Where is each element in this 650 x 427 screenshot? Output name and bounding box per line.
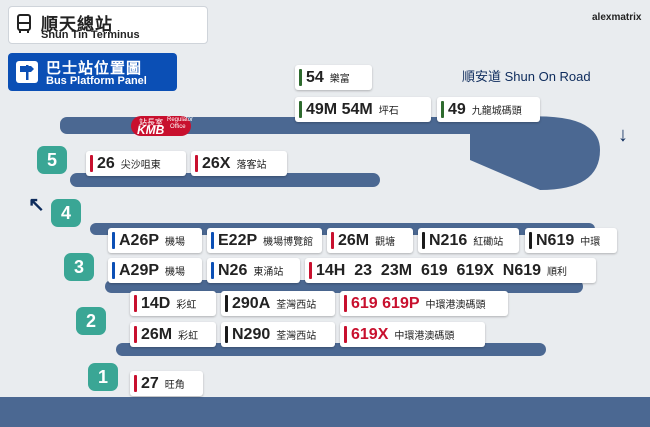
signpost-icon	[16, 61, 38, 83]
route-number: 14D	[141, 294, 171, 312]
platform-3-badge: 3	[64, 253, 94, 281]
route-number: 54	[306, 68, 324, 86]
route-number: 26X	[202, 154, 231, 172]
kmb-side-label-2: Office	[170, 124, 186, 130]
kmb-side-label-1: Regulator	[167, 117, 194, 123]
terminus-title-zh: 順天總站	[41, 15, 113, 34]
route-number: 26	[97, 154, 115, 172]
platform-1-badge: 1	[88, 363, 118, 391]
terminus-title-card: 順天總站 Shun Tin Terminus	[8, 6, 208, 44]
route-number: 26M	[141, 325, 173, 343]
route-card-n26[interactable]: N26 東涌站	[207, 258, 300, 283]
road-bar-p3	[105, 280, 583, 293]
route-number: 49M 54M	[306, 100, 373, 118]
platform-5-badge: 5	[37, 146, 67, 174]
route-destination: 觀塘	[375, 237, 396, 248]
route-card-14d[interactable]: 14D 彩虹	[130, 291, 216, 316]
bus-icon	[17, 14, 31, 33]
route-destination: 落客站	[236, 160, 267, 171]
route-number: 619 619P	[351, 294, 420, 312]
route-destination: 坪石	[378, 106, 399, 117]
route-destination: 荃灣西站	[276, 331, 317, 342]
route-card-n290[interactable]: N290 荃灣西站	[221, 322, 335, 347]
route-number: N619	[536, 231, 575, 249]
route-number: 290A	[232, 294, 271, 312]
route-card-619x[interactable]: 619X 中環港澳碼頭	[340, 322, 485, 347]
route-destination: 中環港澳碼頭	[394, 331, 455, 342]
route-card-n619[interactable]: N619 中環	[525, 228, 617, 253]
route-number: 26M	[338, 231, 370, 249]
route-card-e22p[interactable]: E22P 機場博覽館	[207, 228, 322, 253]
route-destination: 旺角	[164, 380, 185, 391]
route-card-14h-group[interactable]: 14H 23 23M 619 619X N619 順利	[305, 258, 596, 283]
route-card-26x[interactable]: 26X 落客站	[191, 151, 287, 176]
route-card-619-619p[interactable]: 619 619P 中環港澳碼頭	[340, 291, 508, 316]
platform-4-badge: 4	[51, 199, 81, 227]
route-destination: 樂富	[329, 74, 350, 85]
up-left-arrow-icon: ↖	[28, 194, 45, 216]
route-destination: 九龍城碼頭	[471, 106, 522, 117]
route-destination: 中環	[580, 237, 601, 248]
route-number: 619X	[351, 325, 389, 343]
platform-panel-card: 巴士站位置圖 Bus Platform Panel	[8, 53, 177, 91]
route-number: N26	[218, 261, 248, 279]
route-destination: 機場	[165, 267, 186, 278]
route-number: N216	[429, 231, 468, 249]
kmb-logo: KMB	[137, 123, 165, 137]
route-destination: 荃灣西站	[276, 300, 317, 311]
route-card-26m-kwun-tong[interactable]: 26M 觀塘	[327, 228, 413, 253]
road-bottom	[0, 397, 650, 427]
terminus-title-en: Shun Tin Terminus	[41, 29, 140, 41]
route-card-27[interactable]: 27 旺角	[130, 371, 203, 396]
brand-logo: alexmatrix	[592, 12, 642, 23]
route-destination: 機場	[165, 237, 186, 248]
platform-2-badge: 2	[76, 307, 106, 335]
route-card-26[interactable]: 26 尖沙咀東	[86, 151, 186, 176]
route-card-a29p[interactable]: A29P 機場	[108, 258, 202, 283]
platform-panel-title-zh: 巴士站位置圖	[46, 60, 143, 77]
route-number: 27	[141, 374, 159, 392]
route-number: 14H 23 23M 619 619X N619	[316, 261, 542, 279]
route-number: A26P	[119, 231, 160, 249]
route-destination: 尖沙咀東	[120, 160, 161, 171]
kmb-top-label: 站長室	[139, 118, 163, 127]
route-card-290a[interactable]: 290A 荃灣西站	[221, 291, 335, 316]
route-number: 49	[448, 100, 466, 118]
route-destination: 順利	[547, 267, 568, 278]
road-label: 順安道 Shun On Road	[462, 69, 591, 84]
route-destination: 機場博覽館	[263, 237, 314, 248]
route-destination: 東涌站	[253, 267, 284, 278]
route-number: A29P	[119, 261, 160, 279]
route-destination: 紅磡站	[473, 237, 504, 248]
route-card-49[interactable]: 49 九龍城碼頭	[437, 97, 540, 122]
route-number: N290	[232, 325, 271, 343]
road-bar-p5	[70, 173, 380, 187]
route-card-54[interactable]: 54 樂富	[295, 65, 372, 90]
route-destination: 中環港澳碼頭	[425, 300, 486, 311]
route-destination: 彩虹	[176, 300, 197, 311]
route-card-49m-54m[interactable]: 49M 54M 坪石	[295, 97, 431, 122]
kmb-regulator-badge: 站長室 KMB Regulator Office	[131, 116, 194, 137]
route-card-26m-choi-hung[interactable]: 26M 彩虹	[130, 322, 216, 347]
route-card-a26p[interactable]: A26P 機場	[108, 228, 202, 253]
route-card-n216[interactable]: N216 紅磡站	[418, 228, 519, 253]
down-arrow-icon: ↓	[618, 124, 628, 146]
platform-panel-title-en: Bus Platform Panel	[46, 75, 147, 87]
route-destination: 彩虹	[178, 331, 199, 342]
route-number: E22P	[218, 231, 258, 249]
